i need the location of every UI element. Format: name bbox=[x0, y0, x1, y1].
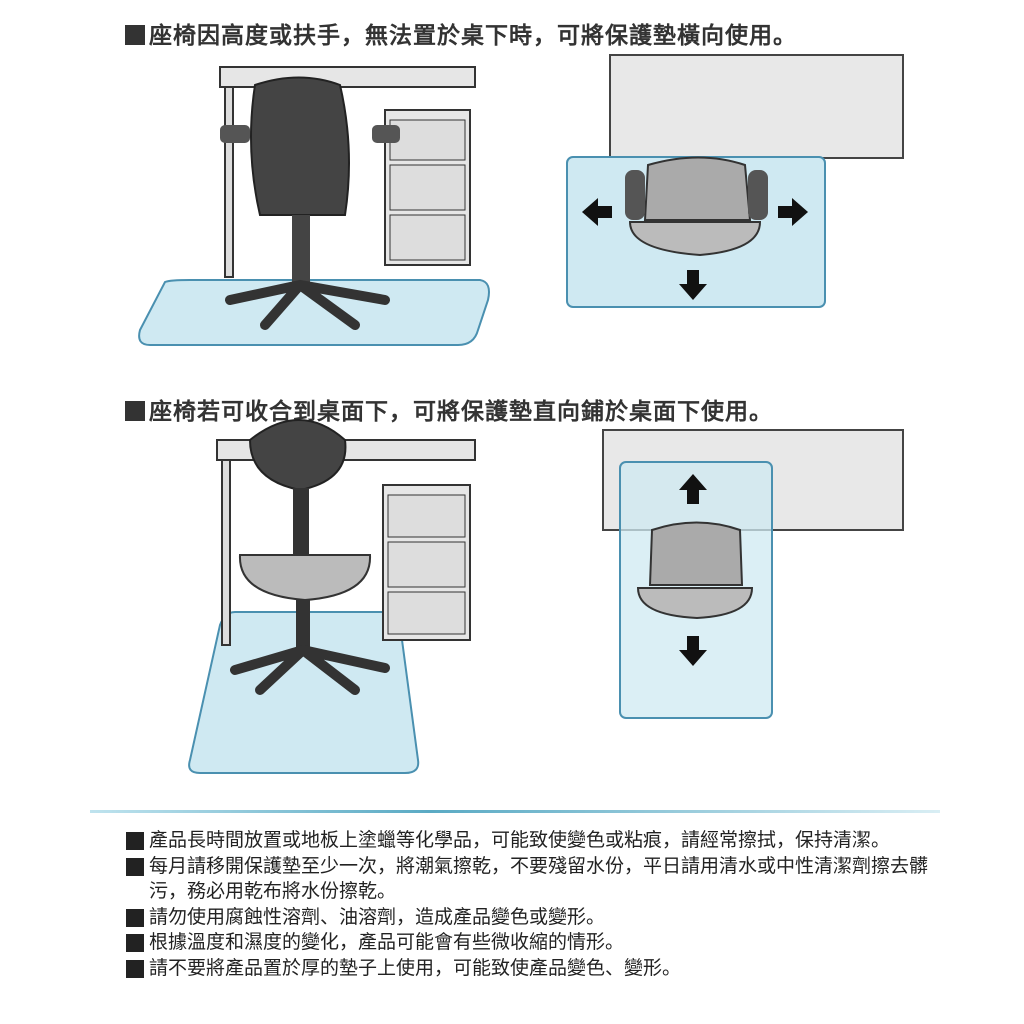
note-text: 產品長時間放置或地板上塗蠟等化學品，可能致使變色或粘痕，請經常擦拭，保持清潔。 bbox=[149, 829, 891, 851]
note-text: 每月請移開保護墊至少一次，將潮氣擦乾，不要殘留水份，平日請用清水或中性清潔劑擦去… bbox=[149, 854, 929, 903]
top-view-vertical bbox=[602, 429, 904, 719]
note-text: 根據溫度和濕度的變化，產品可能會有些微收縮的情形。 bbox=[149, 931, 625, 953]
note-item: 產品長時間放置或地板上塗蠟等化學品，可能致使變色或粘痕，請經常擦拭，保持清潔。 bbox=[126, 828, 956, 854]
heading-text: 座椅若可收合到桌面下，可將保護墊直向鋪於桌面下使用。 bbox=[149, 399, 773, 425]
note-item: 根據溫度和濕度的變化，產品可能會有些微收縮的情形。 bbox=[126, 930, 956, 956]
note-text: 請不要將產品置於厚的墊子上使用，可能致使產品變色、變形。 bbox=[149, 956, 682, 979]
care-notes: 產品長時間放置或地板上塗蠟等化學品，可能致使變色或粘痕，請經常擦拭，保持清潔。 … bbox=[126, 828, 956, 981]
top-view-horizontal bbox=[566, 54, 904, 308]
bullet-square-icon bbox=[126, 832, 144, 850]
bullet-square-icon bbox=[126, 934, 144, 952]
bullet-square-icon bbox=[126, 908, 144, 927]
bullet-square-icon bbox=[125, 401, 145, 421]
mat bbox=[138, 279, 490, 346]
desk-chair-illustration-vertical bbox=[188, 419, 476, 774]
note-item: 請勿使用腐蝕性溶劑、油溶劑，造成產品變色或變形。 bbox=[126, 905, 956, 931]
heading-text: 座椅因高度或扶手，無法置於桌下時，可將保護墊橫向使用。 bbox=[149, 23, 797, 49]
section-2-heading: 座椅若可收合到桌面下，可將保護墊直向鋪於桌面下使用。 bbox=[125, 392, 773, 426]
note-text: 請勿使用腐蝕性溶劑、油溶劑，造成產品變色或變形。 bbox=[149, 905, 606, 928]
note-item: 請不要將產品置於厚的墊子上使用，可能致使產品變色、變形。 bbox=[126, 956, 956, 982]
illustrations bbox=[138, 54, 904, 774]
divider bbox=[90, 810, 940, 813]
note-item: 每月請移開保護墊至少一次，將潮氣擦乾，不要殘留水份，平日請用清水或中性清潔劑擦去… bbox=[126, 854, 956, 905]
desk-chair-illustration-horizontal bbox=[138, 66, 490, 346]
section-1-heading: 座椅因高度或扶手，無法置於桌下時，可將保護墊橫向使用。 bbox=[125, 16, 797, 50]
bullet-square-icon bbox=[125, 25, 145, 45]
bullet-square-icon bbox=[126, 857, 144, 876]
bullet-square-icon bbox=[126, 959, 144, 978]
